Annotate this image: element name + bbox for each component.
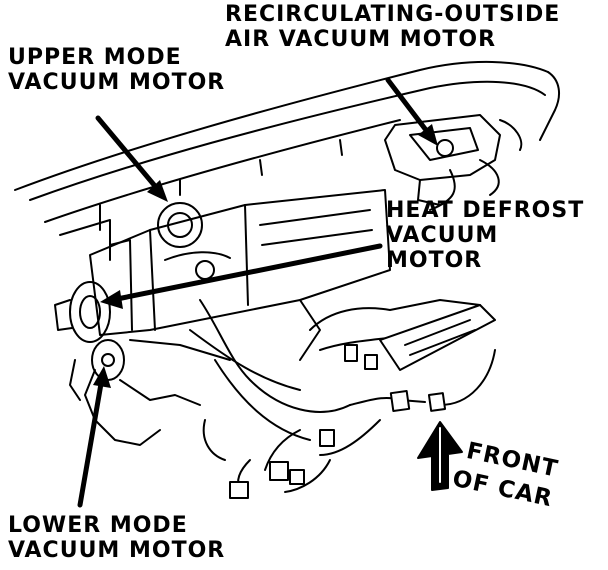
upper-mode-label-line1: UPPER MODE (8, 45, 182, 70)
lower-mode-label-line2: VACUUM MOTOR (8, 538, 226, 563)
heat-defrost-motor-label: HEAT DEFROST VACUUM MOTOR (386, 198, 584, 273)
recirc-motor-label-line2: AIR VACUUM MOTOR (225, 27, 497, 52)
heat-defrost-label-line2: VACUUM (386, 223, 499, 248)
heat-defrost-label-line3: MOTOR (386, 248, 483, 273)
upper-mode-label-line2: VACUUM MOTOR (8, 70, 226, 95)
lower-mode-pointer (77, 375, 105, 508)
heat-defrost-pointer (109, 243, 383, 303)
front-of-car-arrow (417, 421, 463, 491)
upper-mode-pointer (95, 115, 163, 195)
dashboard-outline (14, 61, 561, 261)
pointer-arrows (77, 77, 435, 508)
heater-box (89, 189, 391, 361)
recirc-motor-label: RECIRCULATING-OUTSIDE AIR VACUUM MOTOR (225, 2, 560, 52)
recirc-motor-housing (384, 114, 523, 211)
recirc-motor-label-line1: RECIRCULATING-OUTSIDE (225, 2, 561, 27)
upper-mode-motor-label: UPPER MODE VACUUM MOTOR (8, 45, 225, 95)
connectors (229, 304, 496, 499)
heat-defrost-label-line1: HEAT DEFROST (386, 198, 585, 223)
left-actuators (54, 281, 231, 446)
lower-mode-label-line1: LOWER MODE (8, 513, 188, 538)
arrowheads (93, 124, 438, 388)
lower-mode-motor-label: LOWER MODE VACUUM MOTOR (8, 513, 225, 563)
recirc-pointer (385, 77, 435, 141)
